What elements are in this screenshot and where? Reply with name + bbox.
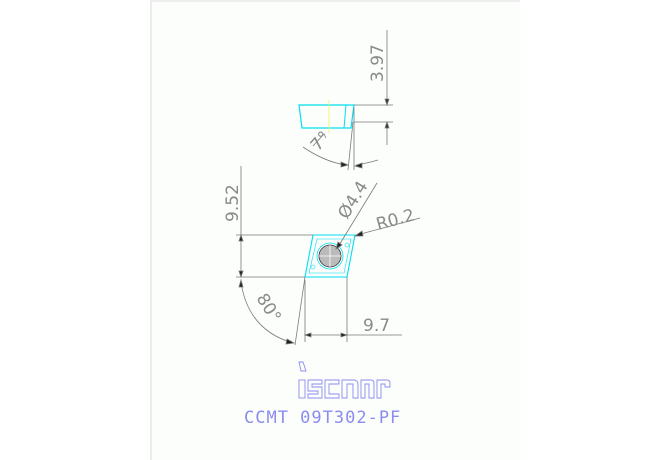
hole-diameter-leader: [335, 182, 378, 250]
iscar-logo: [298, 361, 391, 399]
clearance-angle-value: 7°: [307, 128, 335, 156]
corner-radius-leader: [353, 217, 421, 237]
clearance-angle-dimension: [302, 108, 379, 171]
inscribed-circle-value: 9.52: [223, 184, 243, 222]
thickness-dimension: [354, 30, 393, 145]
drawing-sheet: [150, 0, 520, 460]
thickness-value: 3.97: [368, 44, 388, 82]
corner-radius-value: R0.2: [374, 205, 417, 234]
insert-side-view: [298, 100, 355, 133]
edge-length-dimension: [303, 277, 402, 342]
inscribed-circle-dimension: [236, 166, 313, 279]
insert-top-view: [304, 234, 356, 278]
part-number: CCMT 09T302-PF: [244, 408, 401, 428]
edge-length-value: 9.7: [363, 316, 390, 336]
corner-angle-dimension: [238, 276, 306, 346]
